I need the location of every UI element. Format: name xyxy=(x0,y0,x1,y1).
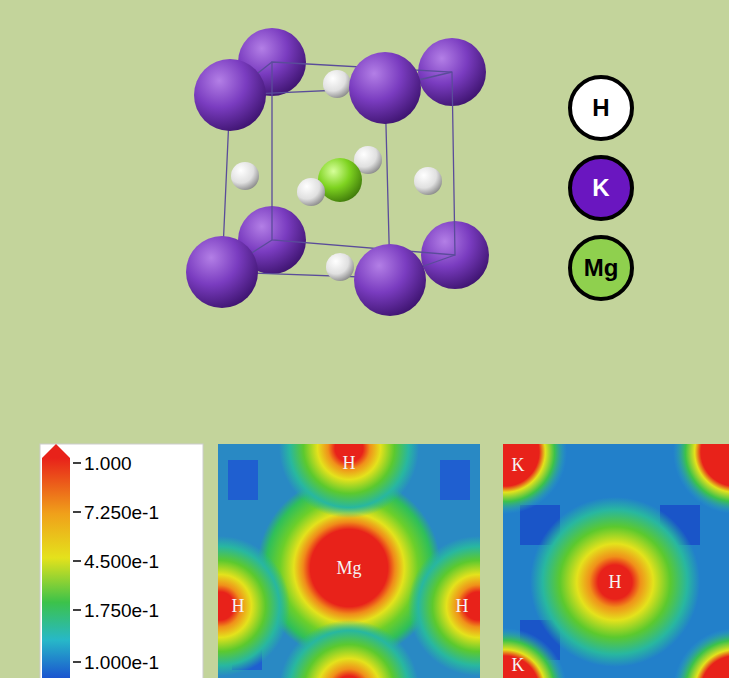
colorbar xyxy=(40,444,203,678)
colorbar-value: 1.000e-1 xyxy=(84,653,159,672)
crystal-cell xyxy=(186,28,489,316)
hydrogen-key: H xyxy=(568,75,634,141)
colorbar-value: 1.000 xyxy=(84,454,132,473)
element-symbol: H xyxy=(592,94,609,122)
potassium-key: K xyxy=(568,155,634,221)
atom-label: H xyxy=(343,454,356,472)
element-symbol: Mg xyxy=(584,254,619,282)
atom-label: K xyxy=(512,656,525,674)
colorbar-value: 7.250e-1 xyxy=(84,503,159,522)
atom-label: H xyxy=(456,597,469,615)
atom-label: H xyxy=(609,573,622,591)
element-symbol: K xyxy=(592,174,609,202)
elf-map-k-h xyxy=(503,444,729,678)
atom-label: K xyxy=(512,456,525,474)
atom-label: H xyxy=(232,597,245,615)
magnesium-key: Mg xyxy=(568,235,634,301)
colorbar-value: 4.500e-1 xyxy=(84,552,159,571)
atom-label: Mg xyxy=(336,559,361,577)
elf-map-mg-h xyxy=(218,444,480,678)
colorbar-value: 1.750e-1 xyxy=(84,601,159,620)
